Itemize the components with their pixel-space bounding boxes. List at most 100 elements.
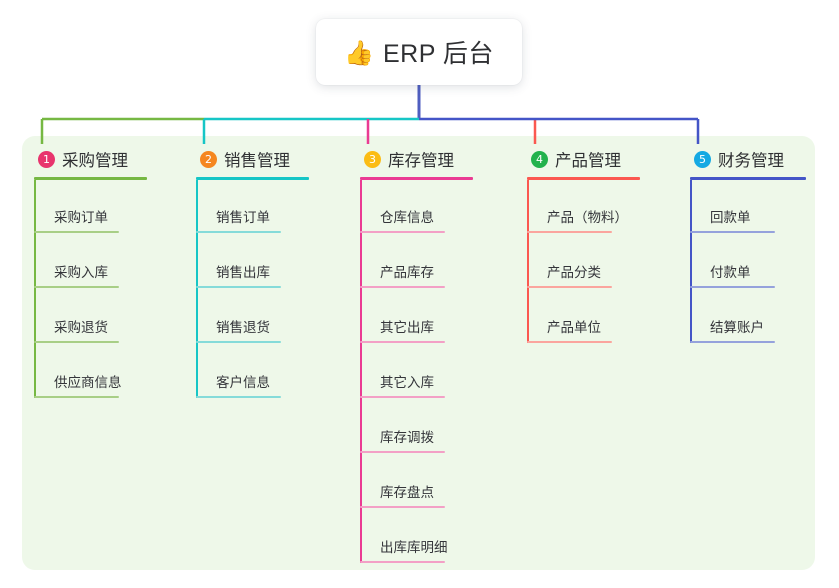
branch-item-label: 销售退货 — [216, 320, 270, 335]
branch-item-label: 产品单位 — [547, 320, 601, 335]
branch-spine — [527, 180, 529, 343]
branch-column-3: 3 库存管理仓库信息产品库存其它出库其它入库库存调拨库存盘点出库库明细 — [352, 147, 502, 565]
branch-title: 销售管理 — [224, 152, 290, 170]
branch-item[interactable]: 产品单位 — [519, 290, 669, 345]
branch-number-badge: 2 — [200, 150, 217, 168]
branch-item-underline — [196, 231, 281, 233]
branch-column-4: 4 产品管理产品（物料） 产品分类产品单位 — [519, 147, 669, 345]
branch-item[interactable]: 销售出库 — [188, 235, 338, 290]
branch-underline — [196, 177, 309, 180]
branch-item-label: 回款单 — [710, 210, 751, 225]
branch-spine — [360, 180, 362, 563]
branch-underline — [34, 177, 147, 180]
branch-item[interactable]: 出库库明细 — [352, 510, 502, 565]
branch-item[interactable]: 采购入库 — [26, 235, 176, 290]
branch-item[interactable]: 付款单 — [682, 235, 832, 290]
branch-spine — [34, 180, 36, 398]
branch-item[interactable]: 库存盘点 — [352, 455, 502, 510]
branch-item[interactable]: 其它出库 — [352, 290, 502, 345]
root-title: ERP 后台 — [382, 40, 494, 68]
branch-item[interactable]: 产品（物料） — [519, 180, 669, 235]
branch-item-label: 采购退货 — [54, 320, 108, 335]
branch-number-badge: 4 — [531, 150, 548, 168]
branch-item-underline — [360, 231, 445, 233]
branch-item[interactable]: 结算账户 — [682, 290, 832, 345]
branch-item[interactable]: 采购退货 — [26, 290, 176, 345]
branch-item-underline — [34, 286, 119, 288]
branch-item-label: 供应商信息 — [54, 375, 122, 390]
branch-item[interactable]: 其它入库 — [352, 345, 502, 400]
branch-item-underline — [196, 396, 281, 398]
branch-item[interactable]: 采购订单 — [26, 180, 176, 235]
branch-header-4[interactable]: 4 产品管理 — [519, 147, 669, 171]
branch-item-label: 库存调拨 — [380, 430, 434, 445]
branch-header-5[interactable]: 5 财务管理 — [682, 147, 832, 171]
branch-number-badge: 1 — [38, 150, 55, 168]
branch-item-underline — [690, 231, 775, 233]
branch-column-5: 5 财务管理回款单付款单结算账户 — [682, 147, 832, 345]
branch-item[interactable]: 销售退货 — [188, 290, 338, 345]
branch-item-underline — [196, 341, 281, 343]
branch-item-label: 产品库存 — [380, 265, 434, 280]
branch-item-underline — [34, 231, 119, 233]
branch-item-underline — [360, 286, 445, 288]
branch-item[interactable]: 供应商信息 — [26, 345, 176, 400]
branch-item-underline — [527, 231, 612, 233]
branch-item-underline — [360, 341, 445, 343]
branch-item-label: 客户信息 — [216, 375, 270, 390]
branch-underline — [527, 177, 640, 180]
branch-item-list: 回款单付款单结算账户 — [682, 180, 832, 345]
branch-column-1: 1 采购管理采购订单采购入库采购退货供应商信息 — [26, 147, 176, 400]
branch-item[interactable]: 客户信息 — [188, 345, 338, 400]
branch-item-underline — [360, 451, 445, 453]
branch-item-label: 库存盘点 — [380, 485, 434, 500]
branch-item-underline — [527, 286, 612, 288]
branch-title: 财务管理 — [718, 152, 784, 170]
branch-item-list: 销售订单销售出库销售退货客户信息 — [188, 180, 338, 400]
branch-item-underline — [34, 341, 119, 343]
branch-item-underline — [360, 561, 445, 563]
branch-title: 库存管理 — [388, 152, 454, 170]
branch-item[interactable]: 仓库信息 — [352, 180, 502, 235]
branch-header-2[interactable]: 2 销售管理 — [188, 147, 338, 171]
branch-item-underline — [690, 286, 775, 288]
branch-item-underline — [690, 341, 775, 343]
branch-spine — [196, 180, 198, 398]
branch-underline — [690, 177, 806, 180]
branch-title: 采购管理 — [62, 152, 128, 170]
branch-item-label: 结算账户 — [710, 320, 764, 335]
branch-column-2: 2 销售管理销售订单销售出库销售退货客户信息 — [188, 147, 338, 400]
branch-item-list: 采购订单采购入库采购退货供应商信息 — [26, 180, 176, 400]
branch-item-underline — [527, 341, 612, 343]
diagram-panel-background — [22, 136, 815, 570]
branch-item-label: 其它出库 — [380, 320, 434, 335]
branch-item-underline — [360, 396, 445, 398]
branch-item-label: 其它入库 — [380, 375, 434, 390]
branch-item-label: 付款单 — [710, 265, 751, 280]
branch-item-label: 出库库明细 — [380, 540, 448, 555]
branch-item-label: 采购订单 — [54, 210, 108, 225]
branch-item-list: 产品（物料） 产品分类产品单位 — [519, 180, 669, 345]
branch-item-underline — [34, 396, 119, 398]
root-node[interactable]: 👍 ERP 后台 — [316, 19, 522, 85]
branch-title: 产品管理 — [555, 152, 621, 170]
branch-item[interactable]: 产品分类 — [519, 235, 669, 290]
branch-underline — [360, 177, 473, 180]
branch-header-1[interactable]: 1 采购管理 — [26, 147, 176, 171]
branch-spine — [690, 180, 692, 343]
branch-item[interactable]: 库存调拨 — [352, 400, 502, 455]
branch-item[interactable]: 回款单 — [682, 180, 832, 235]
branch-number-badge: 5 — [694, 150, 711, 168]
branch-item-label: 销售订单 — [216, 210, 270, 225]
branch-item-label: 产品分类 — [547, 265, 601, 280]
branch-item[interactable]: 产品库存 — [352, 235, 502, 290]
branch-item-label: 销售出库 — [216, 265, 270, 280]
branch-item[interactable]: 销售订单 — [188, 180, 338, 235]
branch-header-3[interactable]: 3 库存管理 — [352, 147, 502, 171]
branch-item-underline — [196, 286, 281, 288]
branch-item-label: 仓库信息 — [380, 210, 434, 225]
branch-number-badge: 3 — [364, 150, 381, 168]
thumbs-up-icon: 👍 — [344, 39, 374, 67]
branch-item-list: 仓库信息产品库存其它出库其它入库库存调拨库存盘点出库库明细 — [352, 180, 502, 565]
